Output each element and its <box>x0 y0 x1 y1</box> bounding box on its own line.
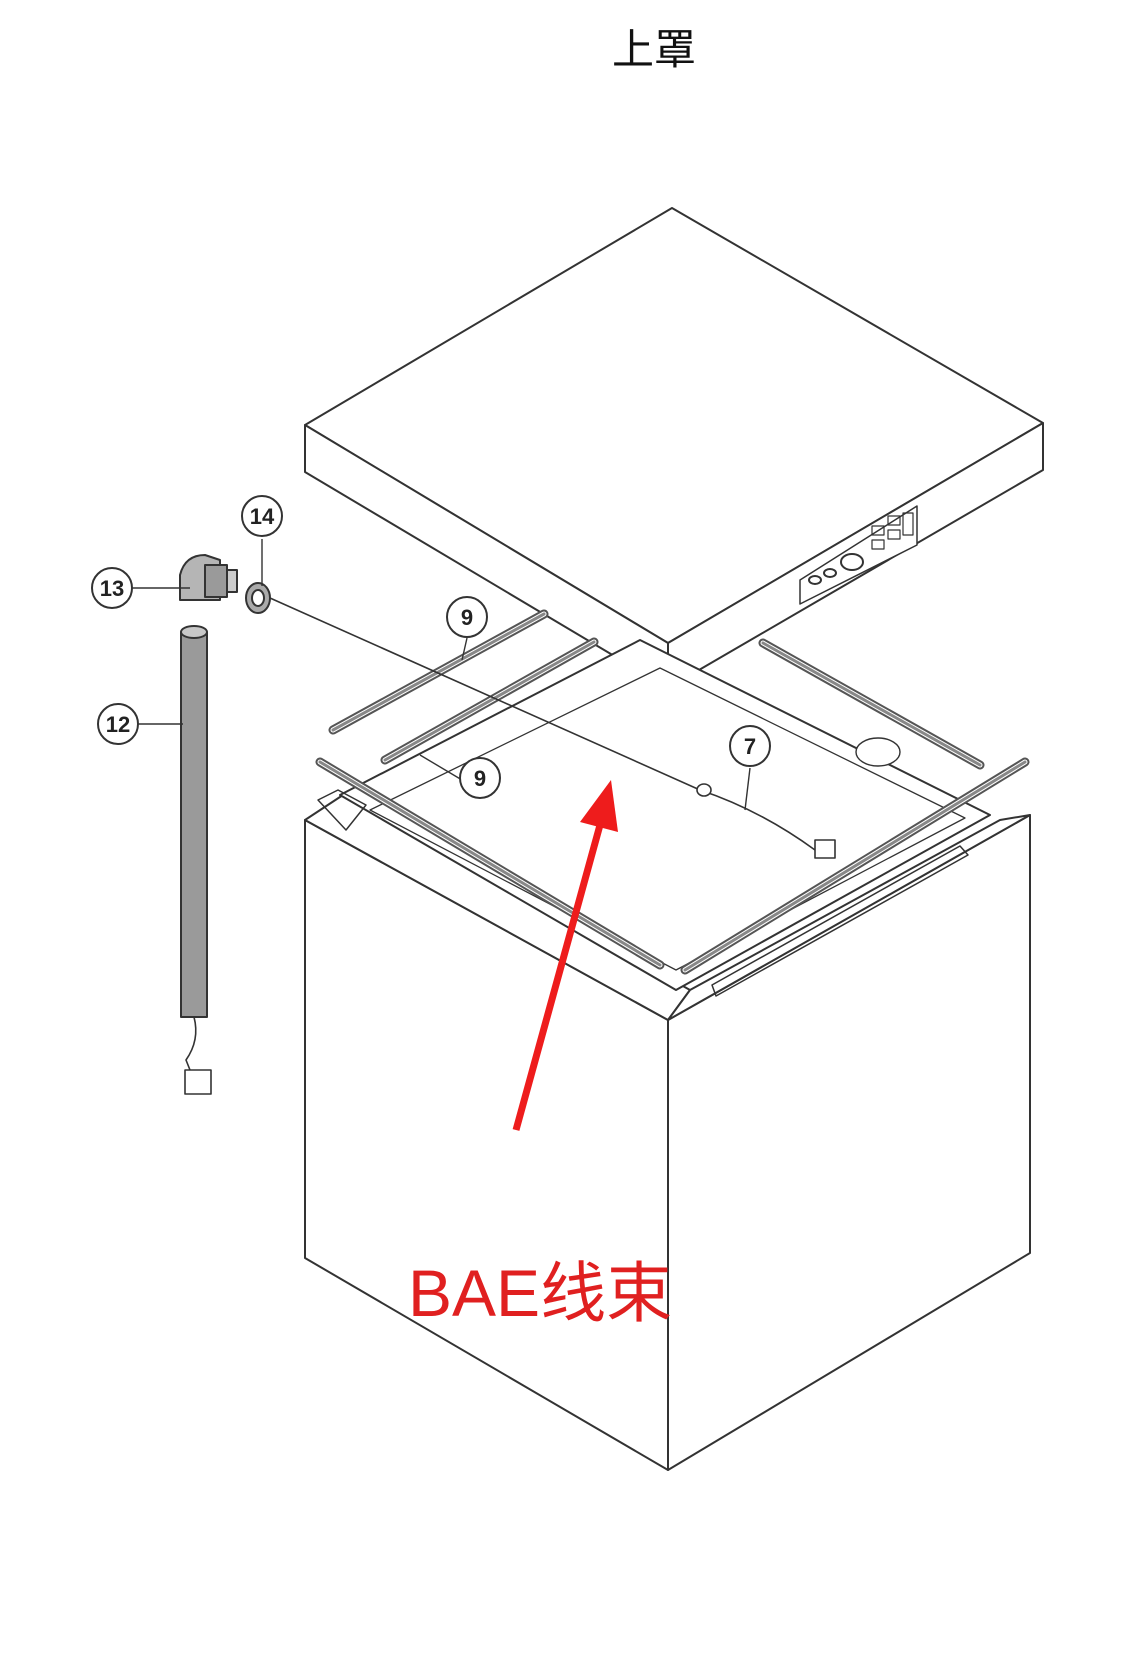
callout-7: 7 <box>729 725 771 767</box>
callout-9-upper-label: 9 <box>461 605 473 630</box>
page-title: 上罩 <box>611 25 696 74</box>
callout-9-lower-label: 9 <box>474 766 486 791</box>
callout-14: 14 <box>241 495 283 537</box>
callout-13: 13 <box>91 567 133 609</box>
callout-13-label: 13 <box>100 576 124 601</box>
cable-connector <box>814 839 836 859</box>
red-arrow-icon <box>512 780 618 1131</box>
cabinet-body <box>304 639 1031 1471</box>
control-panel <box>799 505 918 605</box>
callout-9-upper: 9 <box>446 596 488 638</box>
callout-12: 12 <box>97 703 139 745</box>
harness-annotation: BAE线束 <box>408 1256 673 1330</box>
callout-7-label: 7 <box>744 734 756 759</box>
upper-cover <box>304 207 1044 689</box>
elbow-fitting <box>179 554 238 601</box>
light-tube <box>180 625 212 1095</box>
callout-9-lower: 9 <box>459 757 501 799</box>
callout-12-label: 12 <box>106 712 130 737</box>
callout-14-label: 14 <box>250 504 275 529</box>
